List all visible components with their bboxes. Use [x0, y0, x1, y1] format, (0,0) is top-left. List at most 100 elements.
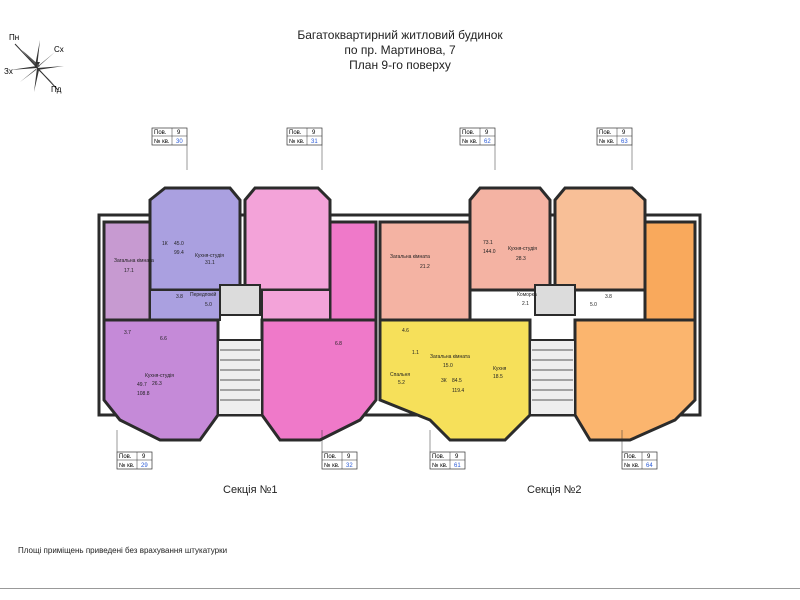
room-label: 5.2 — [398, 380, 405, 386]
tag-apt-label: № кв. — [462, 138, 478, 145]
room-label: 15.0 — [443, 363, 453, 369]
compass-north: Пн — [9, 33, 19, 42]
tag-floor-label: Пов. — [289, 130, 302, 136]
section-2-plan — [378, 186, 697, 442]
tag-floor-label: Пов. — [599, 130, 612, 136]
tag-apt-value: 62 — [484, 139, 491, 145]
room-label: 119.4 — [452, 388, 464, 394]
tag-floor-value: 9 — [622, 130, 626, 136]
room-label: 3К — [441, 378, 447, 384]
frame-bottom-line — [0, 588, 800, 589]
room-label: Загальна кімната — [114, 258, 154, 264]
apt-tag: Пов. 9 № кв. 64 — [621, 430, 658, 470]
room-label: 21.2 — [420, 264, 430, 270]
stair-2 — [529, 339, 576, 416]
tag-apt-value: 30 — [176, 139, 183, 145]
tag-floor-label: Пов. — [462, 130, 475, 136]
apt-tag: Пов. 9 № кв. 61 — [429, 430, 466, 470]
apt-62-kitchen — [468, 186, 552, 292]
room-label: 108.8 — [137, 391, 150, 397]
tag-floor-label: Пов. — [154, 130, 167, 136]
tag-apt-label: № кв. — [324, 462, 340, 469]
room-label: 73.1 — [483, 240, 493, 246]
title-line-3: План 9-го поверху — [349, 58, 451, 72]
compass-east: Сх — [54, 45, 64, 54]
compass-rose: Пн Сх Зх Пд — [4, 33, 64, 94]
room-label: Спальня — [390, 372, 410, 378]
room-label: Коморка — [517, 292, 537, 298]
tag-floor-value: 9 — [455, 454, 459, 460]
tag-floor-value: 9 — [647, 454, 651, 460]
tag-floor-label: Пов. — [432, 454, 445, 460]
room-label: Кухня — [493, 366, 507, 372]
tag-apt-value: 61 — [454, 463, 461, 469]
room-label: Кухня-студія — [195, 253, 224, 259]
apt-62-living — [378, 220, 472, 322]
tag-floor-value: 9 — [177, 130, 181, 136]
room-label: 49.7 — [137, 382, 147, 388]
tag-floor-label: Пов. — [324, 454, 337, 460]
apt-29 — [102, 318, 220, 442]
room-label: Загальна кімната — [390, 254, 430, 260]
tag-apt-label: № кв. — [599, 138, 615, 145]
apartment-tags-bottom: Пов. 9 № кв. 29 Пов. 9 № кв. 32 Пов. 9 №… — [116, 430, 658, 470]
tag-apt-label: № кв. — [154, 138, 170, 145]
apt-tag: Пов. 9 № кв. 63 — [596, 127, 633, 170]
room-label: 17.1 — [124, 268, 134, 274]
room-label: 84.5 — [452, 378, 462, 384]
room-label: 3.8 — [176, 294, 183, 300]
apt-32 — [260, 318, 378, 442]
tag-apt-label: № кв. — [289, 138, 305, 145]
room-label: Передпокій — [190, 291, 217, 298]
tag-floor-value: 9 — [485, 130, 489, 136]
room-label: 5.0 — [590, 302, 597, 308]
apt-tag: Пов. 9 № кв. 31 — [286, 127, 323, 170]
title-line-1: Багатоквартирний житловий будинок — [297, 28, 503, 42]
apt-tag: Пов. 9 № кв. 30 — [151, 127, 188, 170]
room-label: 2.1 — [522, 301, 529, 307]
room-labels: Загальна кімната 17.1 1К 45.0 99.4 Кухня… — [114, 240, 612, 397]
room-label: 45.0 — [174, 241, 184, 247]
room-label: Кухня-студія — [508, 246, 537, 252]
tag-floor-value: 9 — [312, 130, 316, 136]
title-block: Багатоквартирний житловий будинок по пр.… — [0, 28, 800, 73]
footnote: Площі приміщень приведені без врахування… — [18, 546, 228, 555]
elevator-core-2 — [534, 284, 576, 316]
tag-apt-label: № кв. — [432, 462, 448, 469]
tag-floor-value: 9 — [142, 454, 146, 460]
building-outline — [97, 213, 702, 417]
apt-tag: Пов. 9 № кв. 32 — [321, 430, 358, 470]
tag-apt-label: № кв. — [624, 462, 640, 469]
apartment-tags-top: Пов. 9 № кв. 30 Пов. 9 № кв. 31 Пов. 9 №… — [151, 127, 633, 170]
tag-apt-value: 64 — [646, 463, 653, 469]
room-label: Загальна кімната — [430, 354, 470, 360]
tag-apt-value: 32 — [346, 463, 353, 469]
section-2-label: Секція №2 — [527, 484, 582, 496]
tag-floor-label: Пов. — [119, 454, 132, 460]
apt-31-living — [328, 220, 378, 322]
room-label: 6.6 — [160, 336, 167, 342]
apt-30-kitchen — [148, 186, 242, 292]
room-label: 26.3 — [152, 381, 162, 387]
compass-south: Пд — [51, 85, 62, 94]
stair-1 — [217, 339, 263, 416]
room-label: 1К — [162, 241, 168, 247]
room-label: 18.5 — [493, 374, 503, 380]
tag-floor-value: 9 — [347, 454, 351, 460]
room-label: 1.1 — [412, 350, 419, 356]
room-label: 144.0 — [483, 249, 496, 255]
tag-floor-label: Пов. — [624, 454, 637, 460]
apt-31-hall — [261, 289, 331, 321]
room-label: 3.7 — [124, 330, 131, 336]
elevator-core-1 — [219, 284, 261, 316]
room-label: 6.8 — [335, 341, 342, 347]
room-label: 99.4 — [174, 250, 184, 256]
apt-63-kitchen — [553, 186, 647, 292]
apt-63-living — [643, 220, 697, 322]
section-1-plan — [102, 186, 378, 442]
apt-tag: Пов. 9 № кв. 29 — [116, 430, 153, 470]
room-label: Кухня-студія — [145, 373, 174, 379]
apt-tag: Пов. 9 № кв. 62 — [459, 127, 496, 170]
compass-west: Зх — [4, 67, 13, 76]
